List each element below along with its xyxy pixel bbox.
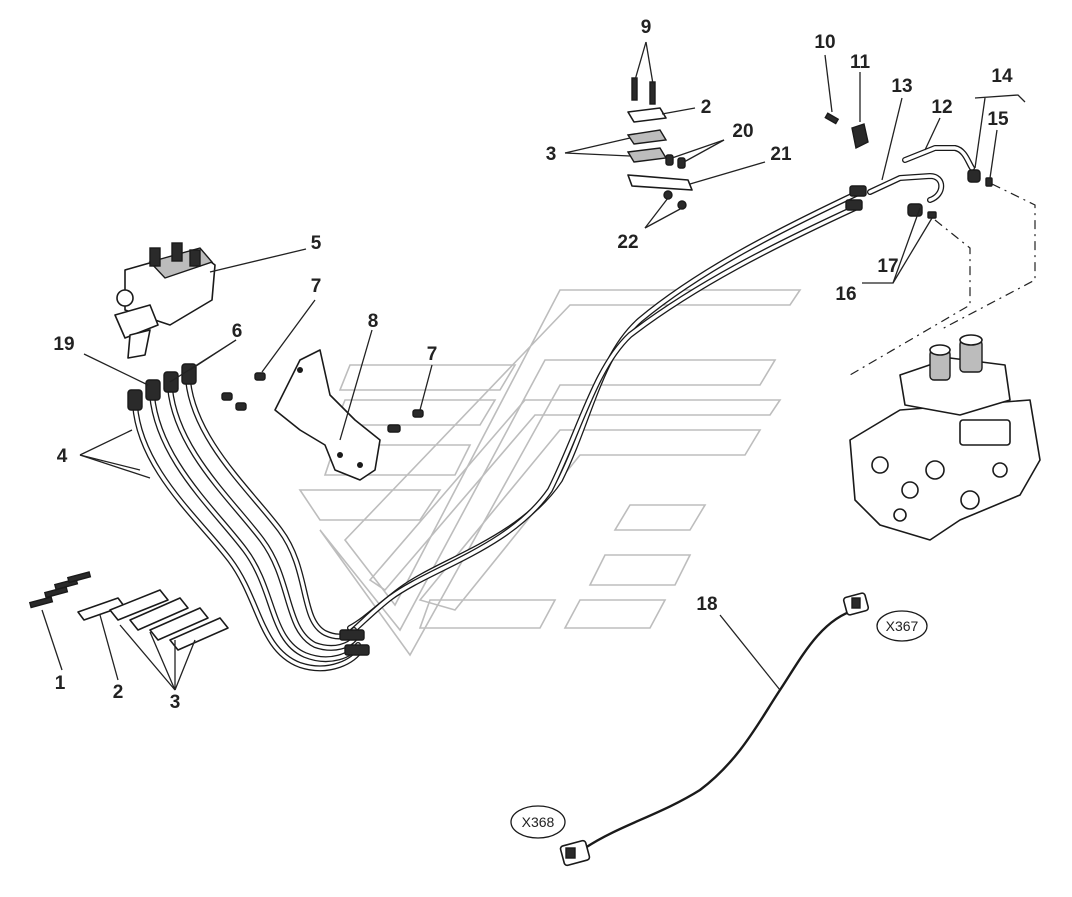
callout-7-left: 7 [311,276,322,297]
watermark-logo [298,289,802,657]
hose-fittings [127,185,867,656]
connector-label-x367: X367 [876,610,928,642]
short-hose-bundle [132,377,363,672]
callout-22: 22 [617,232,638,253]
callout-6: 6 [232,321,243,342]
joystick-valve [114,242,216,359]
callout-10: 10 [814,32,835,53]
callout-17: 17 [877,256,898,277]
steel-pipes [867,145,993,219]
callout-18: 18 [696,594,717,615]
upper-clamp-assembly [626,77,693,210]
mounting-bracket [274,349,381,481]
callout-9: 9 [641,17,652,38]
callout-20: 20 [732,121,753,142]
bracket-bolts [221,372,424,433]
callout-3-bottom: 3 [170,692,181,713]
callout-5: 5 [311,233,322,254]
assembly-lines [849,183,1036,376]
callout-3-top: 3 [546,144,557,165]
callout-19: 19 [53,334,74,355]
control-valve-block [849,334,1041,541]
connector-label-x368: X368 [510,805,566,839]
fitting-parts-top-right [824,112,869,150]
callout-2-top: 2 [701,97,712,118]
callout-16: 16 [835,284,856,305]
callouts: 9 2 3 20 21 22 10 11 13 12 14 15 17 16 5… [53,17,1013,713]
long-hose-bundle [345,190,861,638]
lower-clamp-assembly [28,571,229,651]
callout-8: 8 [368,311,379,332]
wiring-harness [559,592,870,867]
callout-2-bottom: 2 [113,682,124,703]
callout-1: 1 [55,673,66,694]
svg-text:X367: X367 [886,618,919,634]
callout-7-right: 7 [427,344,438,365]
callout-13: 13 [891,76,912,97]
callout-14: 14 [991,66,1013,87]
svg-text:X368: X368 [522,814,555,830]
callout-11: 11 [850,52,871,73]
leader-lines [41,41,1026,691]
callout-21: 21 [770,144,792,165]
callout-4: 4 [57,446,68,467]
callout-15: 15 [987,109,1009,130]
callout-12: 12 [931,97,952,118]
